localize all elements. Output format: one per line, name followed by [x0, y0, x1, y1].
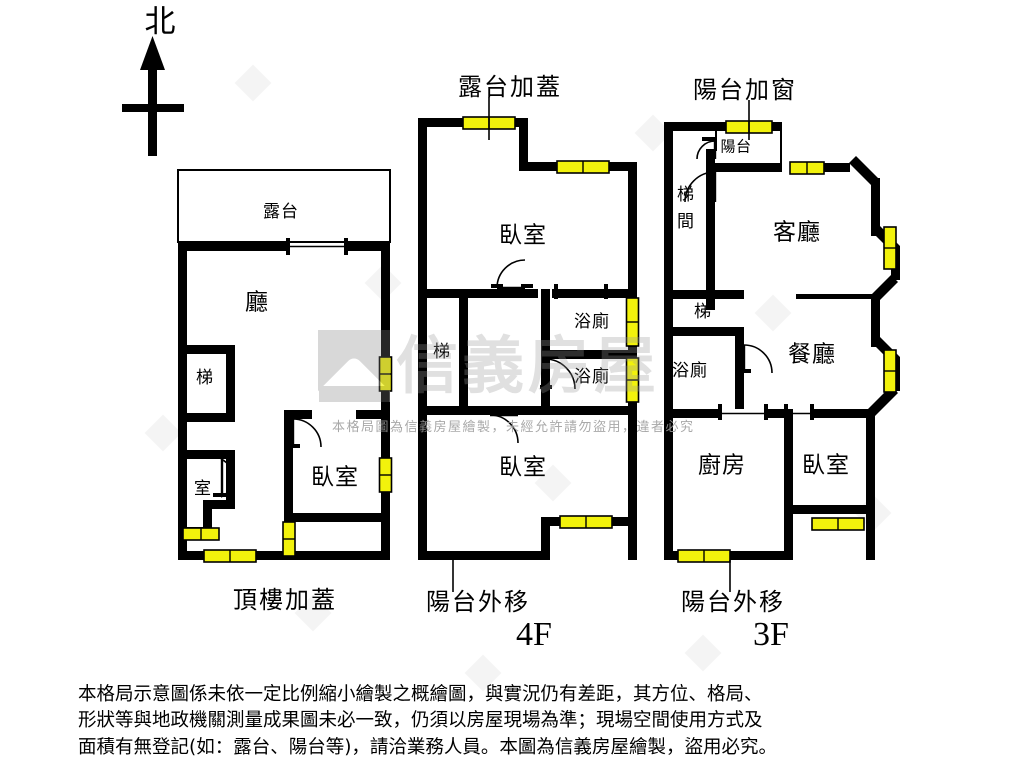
disclaimer-line-2: 形狀等與地政機關測量成果圖未必一致，仍須以房屋現場為準；現場空間使用方式及	[78, 710, 763, 732]
window-marker	[559, 515, 613, 529]
callout-balcony-extension-4f: 陽台外移	[426, 588, 530, 616]
callout-balcony-window: 陽台加窗	[693, 76, 797, 104]
plan-floor3: 陽台加窗 陽台 梯 間 客廳 梯 浴廁 餐廳 廚房 臥室 陽台外移 3F	[664, 76, 900, 653]
room-label-balcony: 陽台	[720, 138, 751, 156]
room-label-kitchen: 廚房	[698, 453, 746, 479]
floor-label-3f: 3F	[753, 616, 789, 653]
room-label-bathroom-3f: 浴廁	[672, 360, 708, 381]
room-label-terrace: 露台	[263, 202, 299, 222]
room-label-stairwell-line2: 間	[677, 212, 695, 232]
disclaimer-line-3: 面積有無登記(如：露台、陽台等)，請洽業務人員。本圖為信義房屋繪製，盜用必究。	[78, 736, 777, 758]
window-marker	[282, 521, 296, 557]
window-marker	[883, 349, 897, 393]
room-label-bedroom-south: 臥室	[499, 455, 547, 481]
north-arrow-icon	[122, 36, 184, 156]
window-marker	[677, 549, 731, 563]
plan-rooftop: 露台 廳 梯 室 臥室 頂樓加蓋	[177, 169, 393, 614]
room-label-stairs-3f: 梯	[694, 302, 712, 322]
window-marker	[556, 160, 610, 174]
window-marker	[378, 457, 393, 493]
room-label-dining-room: 餐廳	[788, 342, 836, 368]
compass-label-north: 北	[145, 4, 176, 40]
room-label-living-room: 客廳	[773, 220, 821, 246]
window-marker	[625, 357, 640, 403]
room-label-bathroom-lower: 浴廁	[574, 366, 610, 387]
callout-balcony-extension-3f: 陽台外移	[681, 588, 785, 616]
floor-label-rooftop: 頂樓加蓋	[233, 586, 337, 614]
window-marker	[883, 226, 897, 270]
callout-terrace-cover: 露台加蓋	[458, 73, 562, 101]
window-marker	[182, 527, 220, 541]
window-marker	[625, 297, 640, 347]
room-label-room: 室	[194, 479, 212, 499]
room-label-stairs: 梯	[196, 368, 214, 388]
window-marker	[203, 549, 257, 563]
room-label-bedroom: 臥室	[311, 465, 359, 491]
window-marker	[811, 517, 865, 531]
room-label-stairs-4f: 梯	[433, 342, 451, 362]
room-label-bedroom-3f: 臥室	[802, 453, 850, 479]
room-label-bedroom-north: 臥室	[499, 223, 547, 249]
window-marker	[378, 356, 393, 392]
room-label-hall: 廳	[245, 290, 269, 316]
floor-label-4f: 4F	[516, 616, 552, 653]
disclaimer-text: 本格局示意圖係未依一定比例縮小繪製之概繪圖，與實況仍有差距，其方位、格局、 形狀…	[78, 682, 950, 761]
disclaimer-line-1: 本格局示意圖係未依一定比例縮小繪製之概繪圖，與實況仍有差距，其方位、格局、	[78, 684, 763, 705]
plan-floor4: 露台加蓋 臥室 浴廁 浴廁 梯 臥室 陽台外移 4F	[418, 73, 640, 653]
window-marker	[789, 161, 825, 175]
room-label-bathroom-upper: 浴廁	[574, 311, 610, 332]
room-label-stairwell-line1: 梯	[677, 185, 695, 205]
